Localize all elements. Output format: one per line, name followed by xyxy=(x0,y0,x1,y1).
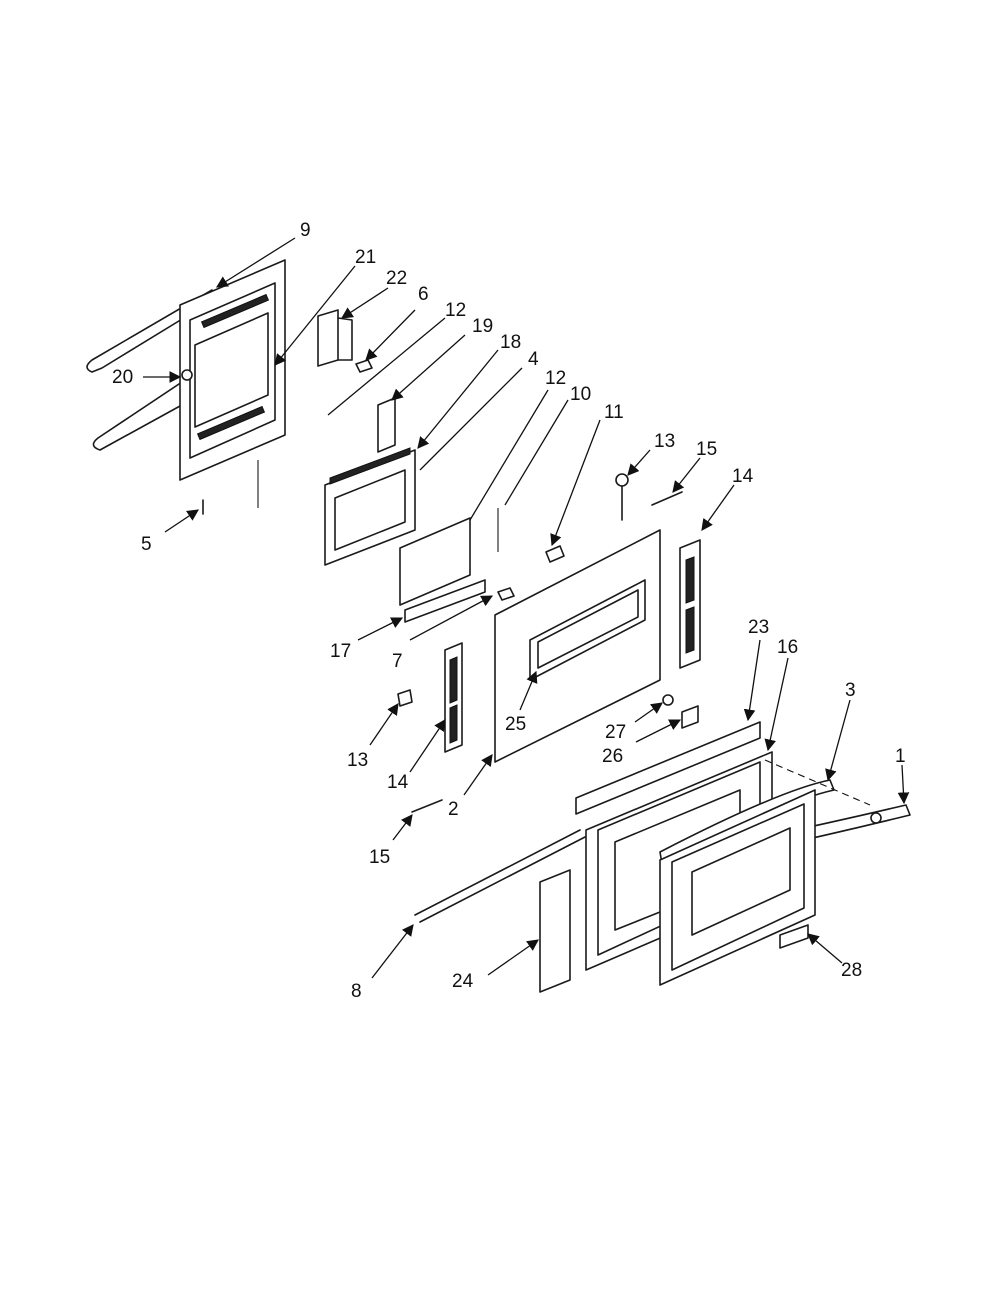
callout-23: 23 xyxy=(748,617,769,638)
callout-6: 6 xyxy=(418,284,429,305)
callout-7: 7 xyxy=(392,651,403,672)
part-23-glass-panel xyxy=(575,721,761,815)
callout-25: 25 xyxy=(505,714,526,735)
callout-20: 20 xyxy=(112,367,133,388)
part-7-screw xyxy=(497,587,515,601)
callout-27: 27 xyxy=(605,722,626,743)
part-8-seal-strip xyxy=(414,829,586,923)
callout-8: 8 xyxy=(351,981,362,1002)
part-6-screw xyxy=(355,359,373,373)
part-22-hinge-bracket xyxy=(317,309,353,367)
callout-28: 28 xyxy=(841,960,862,981)
part-12-glass-panel-middle xyxy=(399,517,471,606)
callout-22: 22 xyxy=(386,268,407,289)
part-11-screw xyxy=(545,545,565,563)
callout-4: 4 xyxy=(528,349,539,370)
part-18-window-frame xyxy=(324,447,416,566)
callout-14: 14 xyxy=(732,466,754,487)
leader-lines xyxy=(143,237,910,979)
callout-18: 18 xyxy=(500,332,521,353)
callout-17: 17 xyxy=(330,641,351,662)
part-13-screw-upper xyxy=(615,473,629,521)
callout-13: 13 xyxy=(654,431,675,452)
callout-15: 15 xyxy=(369,847,390,868)
callout-26: 26 xyxy=(602,746,623,767)
callout-13: 13 xyxy=(347,750,368,771)
part-17-trim-strip xyxy=(404,579,486,623)
part-24-insulation xyxy=(539,869,571,993)
part-19-door-liner xyxy=(377,397,396,453)
callout-10: 10 xyxy=(570,384,591,405)
callout-21: 21 xyxy=(355,247,376,268)
callout-14: 14 xyxy=(387,772,409,793)
callout-9: 9 xyxy=(300,220,311,241)
callout-15: 15 xyxy=(696,439,717,460)
part-outer-door-glass-front xyxy=(659,789,816,986)
callout-24: 24 xyxy=(452,971,474,992)
callout-11: 11 xyxy=(604,402,624,423)
callout-labels: 9 21 22 6 12 19 18 4 12 10 11 13 15 14 2… xyxy=(112,220,906,1002)
callout-12: 12 xyxy=(445,300,466,321)
callout-2: 2 xyxy=(448,799,459,820)
callout-16: 16 xyxy=(777,637,798,658)
part-26-bracket xyxy=(681,705,699,729)
part-20-clip xyxy=(181,369,193,381)
part-15-screw-lower xyxy=(411,799,443,813)
part-25-outer-door-panel xyxy=(494,529,661,763)
part-13-screw-lower xyxy=(397,689,413,707)
callout-5: 5 xyxy=(141,534,152,555)
part-27-screw xyxy=(662,694,674,706)
callout-3: 3 xyxy=(845,680,856,701)
callout-19: 19 xyxy=(472,316,493,337)
part-14-side-trim-left xyxy=(444,642,463,753)
part-15-screw-upper xyxy=(651,491,683,506)
part-14-side-trim-right xyxy=(679,539,701,669)
callout-12: 12 xyxy=(545,368,566,389)
callout-1: 1 xyxy=(895,746,906,767)
part-21-inner-door-frame xyxy=(179,259,286,481)
